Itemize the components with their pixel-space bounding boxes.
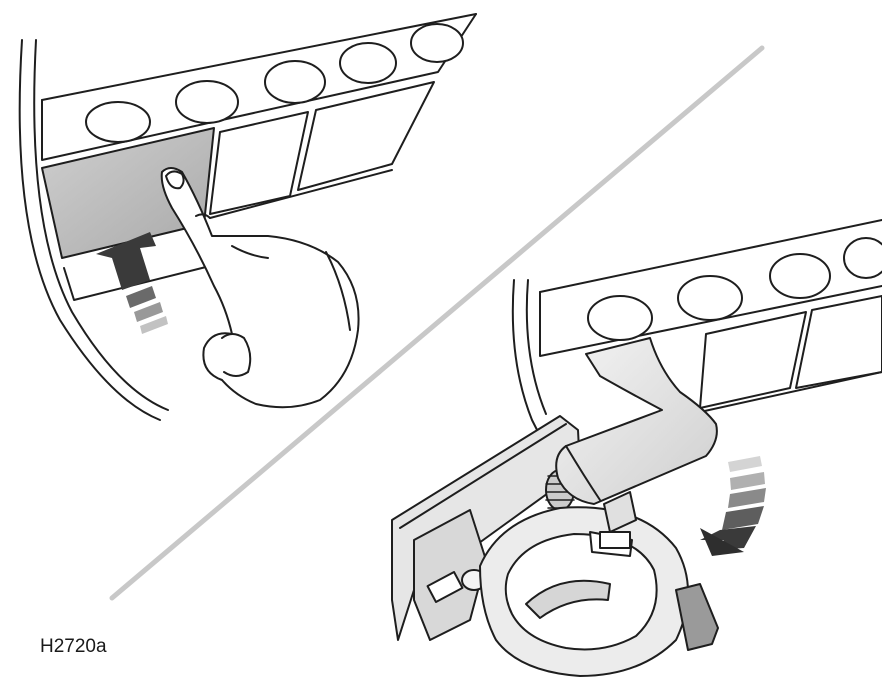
dash-edge-curve-inner: [33, 39, 169, 411]
console-lower-rail: [209, 169, 393, 219]
holder-arm-edge: [565, 445, 601, 501]
switch-button-4: [339, 42, 397, 84]
panel-divider-line: [109, 45, 765, 601]
console-top-edge-right: [539, 219, 882, 293]
holder-front-flap: [675, 583, 719, 651]
holder-folding-arm: [555, 337, 718, 505]
figure-reference-code: H2720a: [40, 636, 107, 657]
switch-button-right-1: [587, 295, 653, 341]
left-panel: [18, 13, 477, 421]
hand-knuckle-line-2: [231, 245, 269, 259]
holder-back-plate: [391, 415, 581, 641]
console-lower-panel-right-1: [699, 311, 807, 409]
holder-back-plate-edge: [399, 423, 567, 529]
hand-wrist-line: [325, 251, 351, 331]
holder-ring-latch: [599, 531, 631, 549]
hand-finger: [160, 167, 360, 409]
hand-fingernail: [165, 170, 185, 190]
up-arrow-icon: [96, 232, 168, 334]
console-face-outline-right: [539, 285, 882, 357]
console-lower-rail-right: [699, 371, 882, 413]
holder-hinge-slot: [426, 571, 464, 603]
switch-button-1: [85, 101, 151, 143]
hand-knuckle-line-1: [195, 213, 211, 219]
hand-thumb: [221, 333, 252, 377]
switch-button-3: [264, 60, 326, 104]
switch-button-5: [410, 23, 464, 63]
right-panel: [391, 219, 882, 677]
console-lower-panel-1: [209, 111, 309, 215]
curved-down-arrow-icon: [700, 456, 766, 556]
switch-button-right-2: [677, 275, 743, 321]
console-top-edge: [41, 13, 477, 101]
holder-arm-support: [603, 491, 637, 533]
switch-button-2: [175, 80, 239, 124]
console-lower-panel-2: [297, 81, 435, 191]
switch-button-right-4: [843, 237, 882, 279]
dash-edge-curve-right-inner: [525, 279, 547, 415]
console-lower-panel-right-2: [795, 295, 882, 389]
switch-button-right-3: [769, 253, 831, 299]
holder-ring-floor: [525, 579, 611, 619]
dash-edge-curve: [18, 39, 161, 421]
